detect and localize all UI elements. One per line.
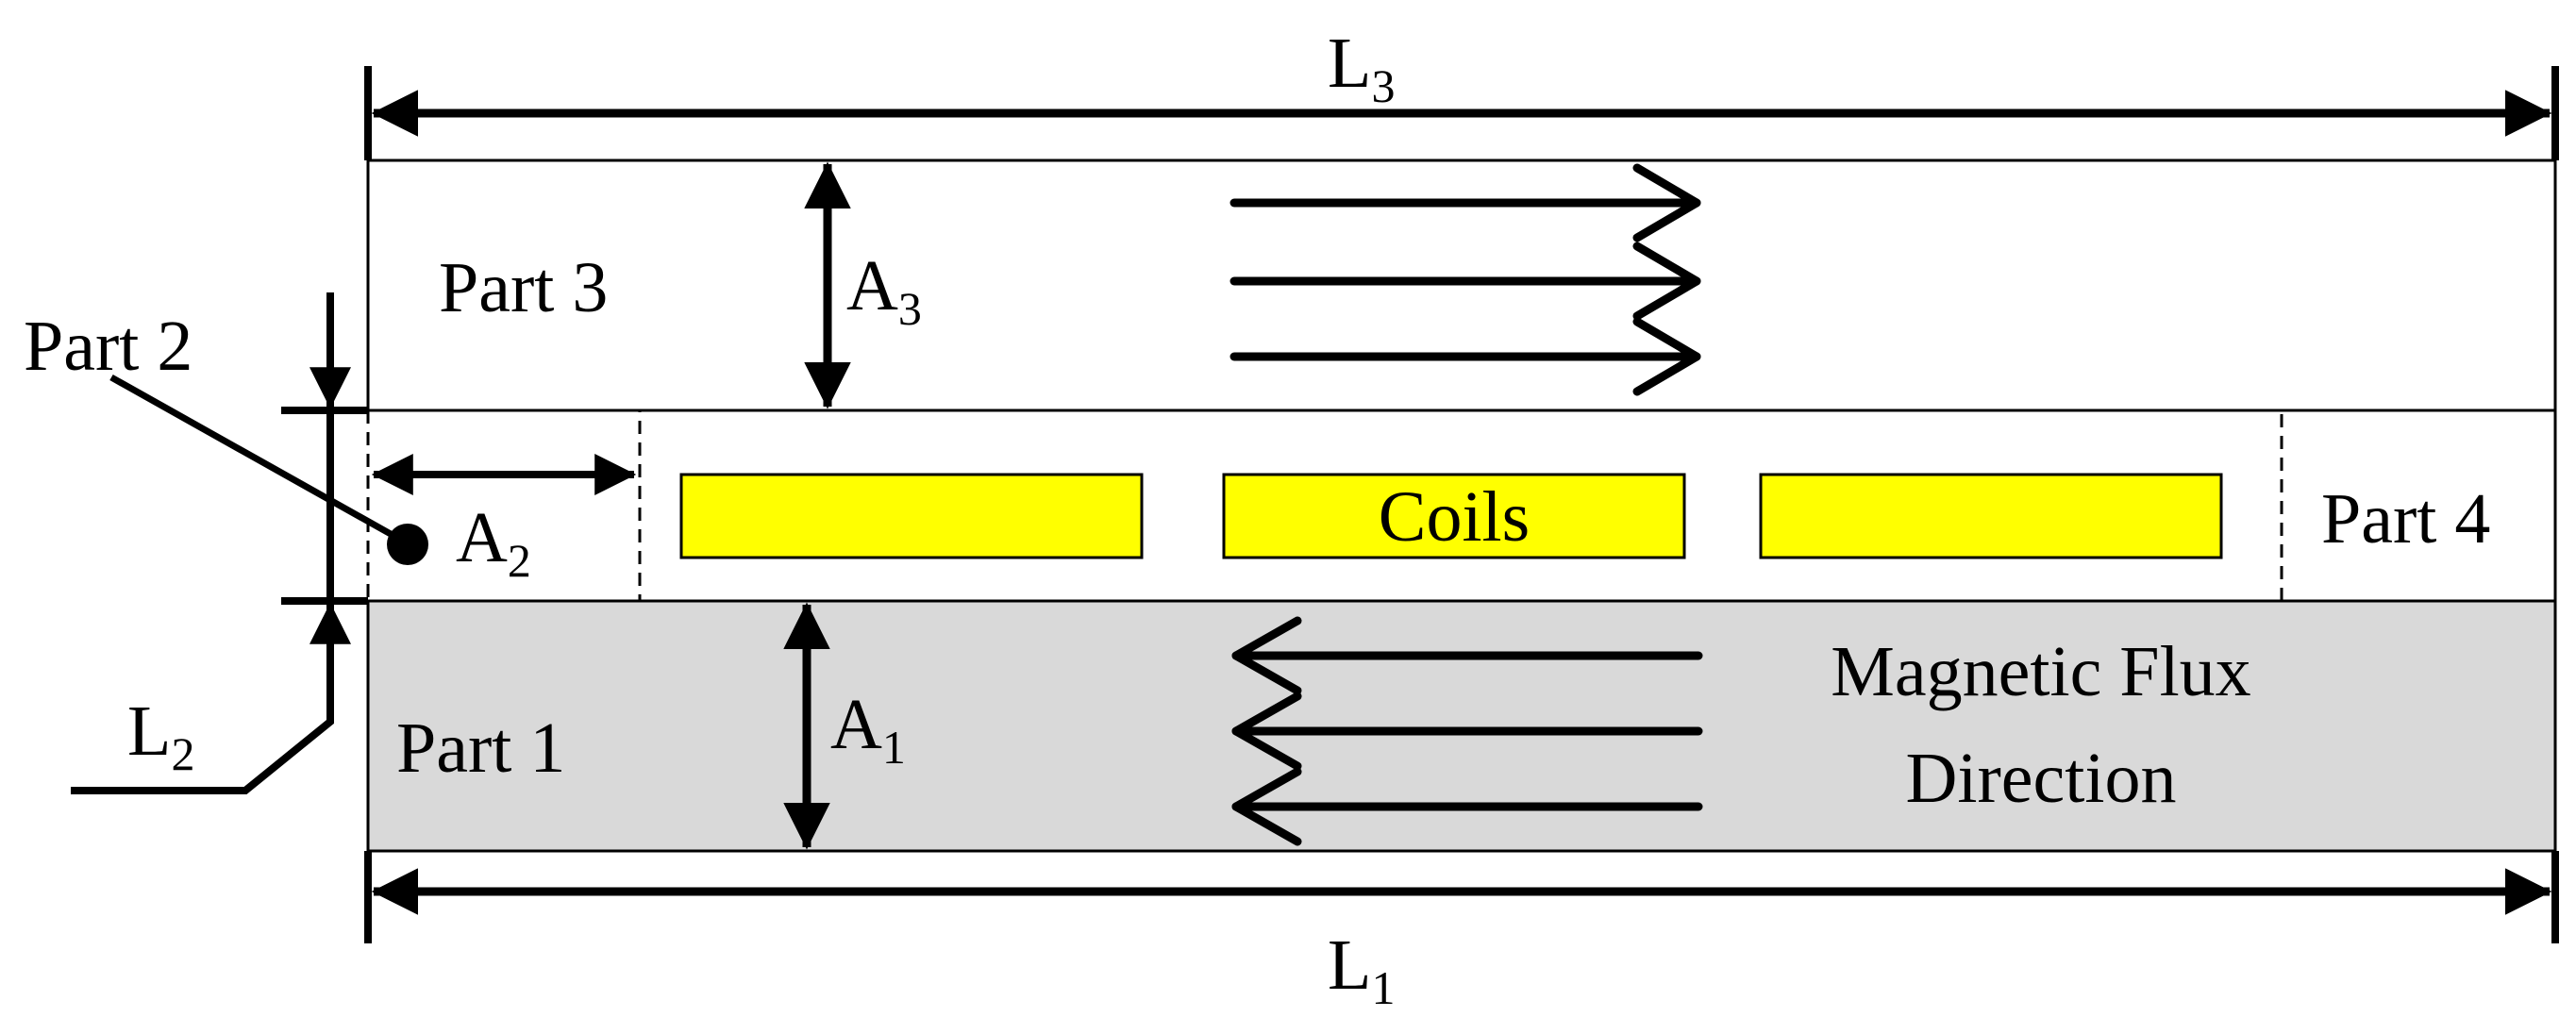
a3-label: A3 bbox=[846, 246, 922, 335]
part2-dot bbox=[387, 524, 428, 565]
part1-label: Part 1 bbox=[396, 709, 565, 788]
flux-arrows-right bbox=[1229, 163, 1701, 396]
l2-leader bbox=[71, 717, 334, 794]
a1-label: A1 bbox=[830, 685, 906, 774]
coil-center bbox=[1222, 473, 1686, 559]
coil-left bbox=[679, 473, 1144, 559]
coils-label: Coils bbox=[1379, 477, 1531, 557]
part2-leader bbox=[109, 374, 408, 546]
part4-label: Part 4 bbox=[2321, 479, 2490, 559]
part3-label: Part 3 bbox=[439, 248, 608, 327]
flux-direction-label-line2: Direction bbox=[1905, 739, 2176, 818]
l2-label: L2 bbox=[127, 692, 194, 780]
a2-label: A2 bbox=[456, 498, 531, 587]
part2-label: Part 2 bbox=[24, 307, 192, 386]
flux-arrows-left bbox=[1231, 616, 1703, 846]
coil-right bbox=[1759, 473, 2223, 559]
l3-label: L3 bbox=[1328, 24, 1395, 112]
flux-direction-label-line1: Magnetic Flux bbox=[1831, 632, 2250, 711]
part2-region bbox=[366, 408, 642, 603]
l1-label: L1 bbox=[1328, 925, 1395, 1014]
